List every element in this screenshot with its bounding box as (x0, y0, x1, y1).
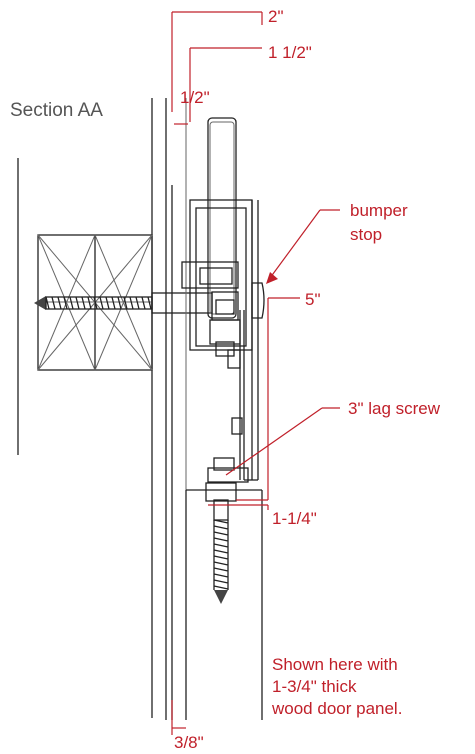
wall (17, 98, 153, 718)
bumper-stop (251, 282, 265, 319)
note-line3: wood door panel. (271, 699, 402, 718)
mount-plate (165, 98, 187, 720)
track-bracket (181, 199, 259, 483)
bumper-callout-line2: stop (350, 225, 382, 244)
door-lag-screw (205, 482, 237, 604)
dim-5-label: 5" (305, 290, 321, 309)
dim-1-2-label: 1/2" (180, 88, 210, 107)
dim-1-1-4-label: 1-1/4" (272, 509, 317, 528)
dim-2-label: 2" (268, 7, 284, 26)
dim-3-8-label: 3/8" (174, 733, 204, 752)
dim-1-1-2-label: 1 1/2" (268, 43, 312, 62)
lag-screw-callout: 3" lag screw (348, 399, 441, 418)
bumper-callout-line1: bumper (350, 201, 408, 220)
note-line2: 1-3/4" thick (272, 677, 357, 696)
dimension-lines (171, 11, 340, 735)
note-line1: Shown here with (272, 655, 398, 674)
door-panel (185, 489, 263, 720)
section-title: Section AA (10, 100, 103, 121)
